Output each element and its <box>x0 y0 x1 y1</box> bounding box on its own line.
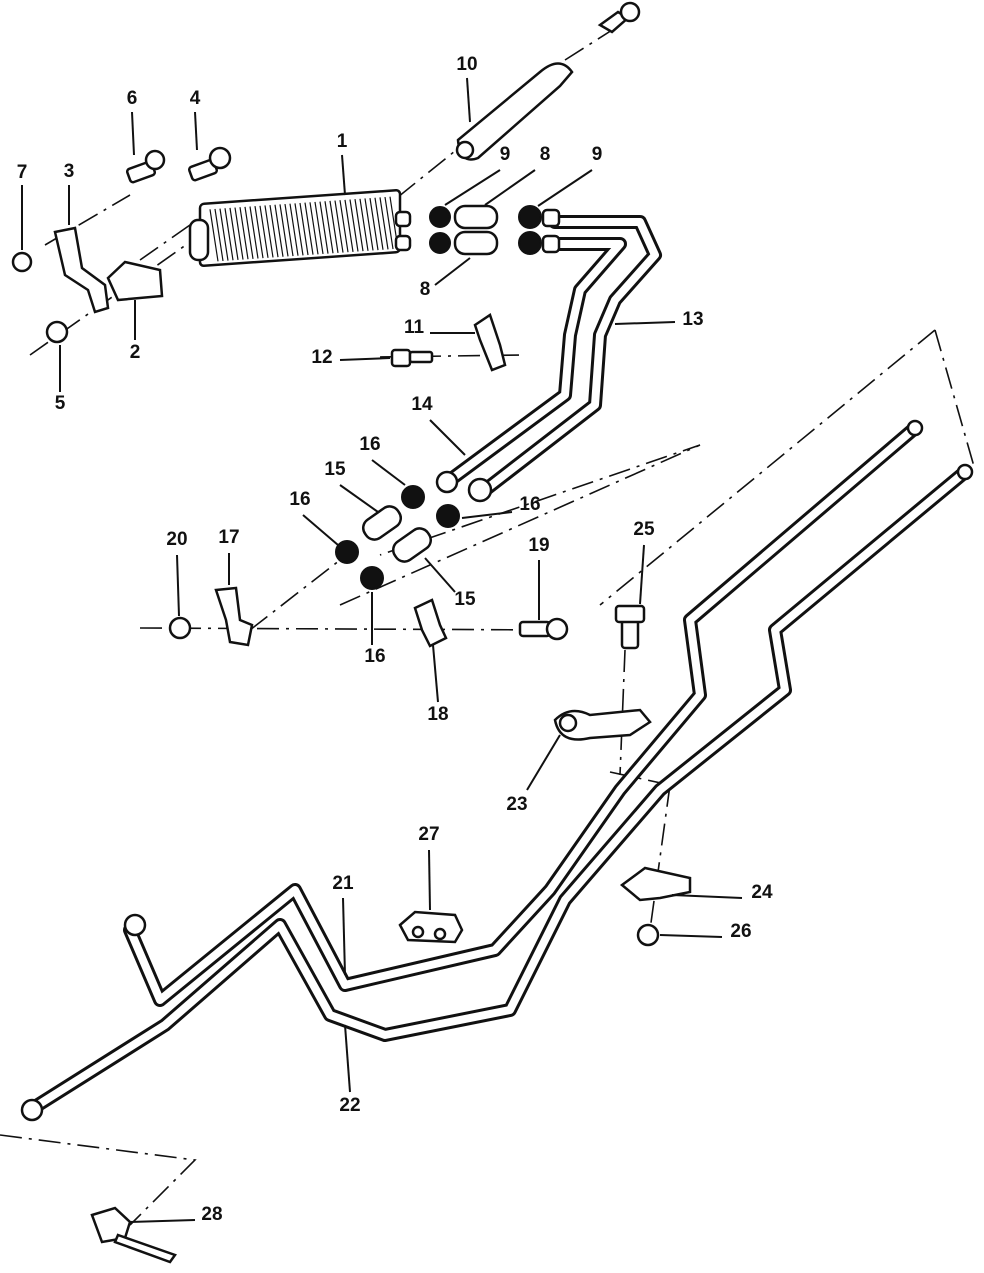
callout-9: 9 <box>592 144 603 165</box>
callout-18: 18 <box>427 704 448 725</box>
callout-10: 10 <box>456 54 477 75</box>
callout-12: 12 <box>311 347 332 368</box>
callout-3: 3 <box>64 161 75 182</box>
tube-14 <box>443 237 627 487</box>
tube-22 <box>23 465 972 1117</box>
clamp-block-27 <box>398 910 464 944</box>
callout-26: 26 <box>730 921 751 942</box>
elbow-28 <box>90 1206 177 1264</box>
callout-24: 24 <box>751 882 773 903</box>
callout-27: 27 <box>418 824 439 845</box>
callout-2: 2 <box>130 342 141 363</box>
support-strap <box>455 1 641 161</box>
callout-21: 21 <box>332 873 354 894</box>
callout-8: 8 <box>420 279 431 300</box>
callout-1: 1 <box>337 131 348 152</box>
tube-end-fittings <box>20 419 974 1122</box>
callout-8: 8 <box>540 144 551 165</box>
tube-fittings <box>429 204 561 256</box>
callout-16: 16 <box>364 646 385 667</box>
oil-cooler <box>188 189 412 267</box>
callout-23: 23 <box>506 794 527 815</box>
callout-6: 6 <box>127 88 138 109</box>
callout-16: 16 <box>519 494 540 515</box>
callout-28: 28 <box>201 1204 222 1225</box>
bracket-23 <box>553 604 652 741</box>
callout-13: 13 <box>682 309 703 330</box>
callout-15: 15 <box>454 589 476 610</box>
callout-22: 22 <box>339 1095 360 1116</box>
clamp-24 <box>619 866 692 947</box>
callout-16: 16 <box>289 489 310 510</box>
callout-25: 25 <box>633 519 655 540</box>
callout-9: 9 <box>500 144 511 165</box>
callout-16: 16 <box>359 434 380 455</box>
callout-20: 20 <box>166 529 187 550</box>
clip-11 <box>390 313 507 372</box>
callout-11: 11 <box>404 317 425 338</box>
tube-13 <box>478 215 662 497</box>
callout-4: 4 <box>190 88 201 109</box>
leader-lines <box>21 77 743 1223</box>
callout-14: 14 <box>411 394 433 415</box>
brackets-17-18 <box>168 586 569 648</box>
alignment-lines <box>0 24 976 1226</box>
callout-5: 5 <box>55 393 66 414</box>
lower-fittings <box>335 470 493 590</box>
callout-15: 15 <box>324 459 346 480</box>
mounting-hardware <box>11 146 232 344</box>
callout-17: 17 <box>218 527 239 548</box>
tube-21 <box>123 421 922 1007</box>
callout-7: 7 <box>17 162 28 183</box>
callout-19: 19 <box>528 535 549 556</box>
